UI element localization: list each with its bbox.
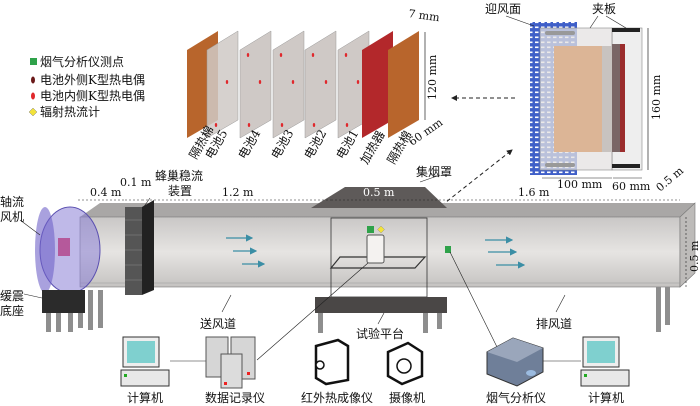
wind-tunnel [19,174,696,362]
inset-depth-dim: 60 mm [612,180,651,193]
exhaust-duct-label: 排风道 [536,317,572,331]
equipment-label: 计算机 [127,390,163,405]
computer-left [120,336,170,387]
inset-width-dim: 100 mm [557,178,603,191]
honeycomb-label: 装置 [168,184,192,198]
base-label: 缓震 [0,289,24,303]
equipment-label: 红外热成像仪 [301,390,373,405]
video-camera [386,341,424,386]
supply-length-dim: 1.2 m [222,186,254,199]
fan-length-dim: 0.4 m [90,186,122,199]
airflow-arrows [226,234,526,269]
inset-height-dim: 160 mm [650,74,663,120]
legend-item: 烟气分析仪测点 [40,54,124,69]
hood-label: 集烟罩 [416,164,452,179]
computer-right [580,336,630,387]
shock-absorber-base [42,290,85,313]
infrared-camera [314,338,350,386]
test-platform [315,297,447,313]
green-square-icon [30,58,37,65]
legend-item: 电池外侧K型热电偶 [40,73,145,87]
battery-5 [206,30,239,139]
legend-item: 辐射热流计 [40,104,100,119]
battery-3 [272,30,305,139]
fan-label: 风机 [0,210,24,224]
legend: 烟气分析仪测点 电池外侧K型热电偶 电池内侧K型热电偶 辐射热流计 [28,54,145,119]
supply-duct-label: 送风道 [200,316,236,331]
battery-stack: 隔热棉 电池5 电池4 电池3 电池2 电池1 加热器 隔热棉 7 mm 120… [186,7,445,166]
equipment-label: 计算机 [588,390,624,405]
smoke-hood [311,187,447,208]
thickness-dim: 7 mm [408,7,441,24]
test-platform-label: 试验平台 [356,326,404,341]
stack-label: 电池3 [268,127,296,161]
legend-item: 电池内侧K型热电偶 [40,89,145,103]
fan-label: 轴流 [0,194,24,209]
clamp-plate-label: 夹板 [592,2,616,16]
yellow-diamond-icon [28,107,38,117]
gas-sampling-point-icon [367,226,374,233]
honeycomb-device [125,207,142,295]
duct-height-dim: 0.5 m [688,240,700,272]
exhaust-length-dim: 1.6 m [518,186,550,199]
battery-specimen [366,234,385,264]
base-label: 底座 [0,303,24,318]
gas-sampling-point-icon [445,246,451,253]
battery-2 [304,30,337,139]
specimen-inset: 迎风面 夹板 160 mm 100 mm 60 mm [485,2,663,193]
hood-length-dim: 0.5 m [363,186,395,199]
equipment-label: 烟气分析仪 [486,390,546,405]
battery-4 [239,30,272,139]
equipment-label: 数据记录仪 [205,390,265,405]
data-logger [205,336,256,389]
stack-label: 电池4 [235,127,263,162]
windward-face-label: 迎风面 [485,2,521,16]
support-legs [88,287,670,333]
heater-layer [362,31,393,138]
equipment-label: 摄像机 [389,390,425,405]
flue-gas-analyzer [486,337,544,387]
honeycomb-label: 蜂巢稳流 [155,168,203,183]
red-ellipse-icon [31,92,35,100]
duct-width-dim: 0.5 m [654,164,687,195]
thermocouple-markers [214,53,360,127]
heat-flux-meter-icon [377,225,385,234]
stack-label: 加热器 [357,128,387,166]
height-dim: 120 mm [426,54,439,100]
dark-red-ellipse-icon [31,76,35,84]
insulation-layer [388,31,419,138]
honeycomb-length-dim: 0.1 m [120,176,152,189]
stack-label: 电池1 [333,127,361,161]
